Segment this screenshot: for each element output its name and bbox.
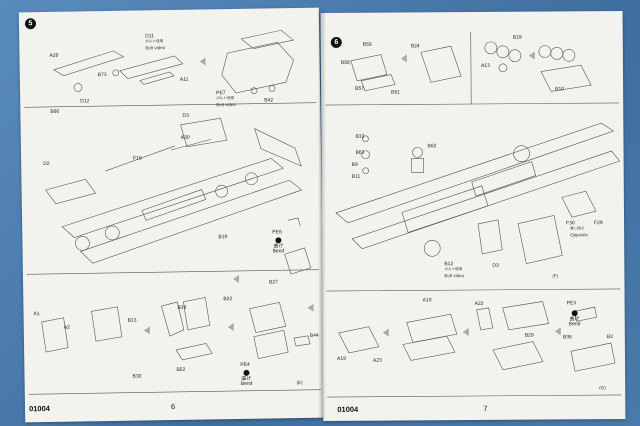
part-label: B33 xyxy=(355,133,365,140)
instruction-page-right: 6 B59 B24 B19 B58 A13 B57 B61 B10 B33 B6… xyxy=(320,10,626,422)
part-label: D3 xyxy=(492,262,499,269)
part-label: B57 xyxy=(355,85,365,92)
part-label: B10 xyxy=(555,86,565,93)
bend-instruction: 曲げ Bend xyxy=(272,236,284,255)
bend-instruction: 曲げ Bend xyxy=(240,369,252,388)
footer-code: 01004 xyxy=(337,404,359,414)
bend-en: Bend xyxy=(568,321,581,328)
part-label: D3 xyxy=(182,112,189,119)
part-label: D2 xyxy=(43,160,50,168)
part-label: B13 xyxy=(127,317,137,324)
left-page-drawings xyxy=(24,29,321,395)
part-label: B19 xyxy=(512,34,522,41)
part-label: A13 xyxy=(480,62,490,69)
part-label: B59 xyxy=(362,41,372,48)
part-label: A22 xyxy=(474,300,484,307)
part-label: B63 xyxy=(355,149,365,156)
right-page-drawings xyxy=(325,32,622,398)
part-label: B39 xyxy=(177,304,187,311)
part-label: B60 xyxy=(50,108,60,115)
japanese-caption: ボルト使用 xyxy=(216,96,235,101)
step-number-badge: 6 xyxy=(330,36,342,48)
footer-code: 01004 xyxy=(28,403,50,414)
bolt-caption: Bolt video xyxy=(444,273,465,279)
section-label: (E) xyxy=(296,379,303,386)
bolt-caption: Bolt video xyxy=(145,45,166,51)
japanese-caption: ボルト使用 xyxy=(444,267,463,272)
part-label: A2 xyxy=(63,324,70,331)
part-label: B52 xyxy=(176,366,186,373)
part-label: B42 xyxy=(264,97,274,104)
part-label: B36 xyxy=(562,334,572,341)
part-label: D12 xyxy=(80,98,90,105)
part-label: B11 xyxy=(351,173,361,180)
section-label: (F) xyxy=(552,273,559,279)
part-label: B58 xyxy=(340,59,350,66)
part-label: B27 xyxy=(269,279,279,286)
part-label: B73 xyxy=(97,72,107,79)
japanese-caption: ボルト使用 xyxy=(145,39,164,44)
bend-en: Bend xyxy=(240,381,253,388)
bend-instruction: 曲げ Bend xyxy=(569,309,581,328)
part-label: A11 xyxy=(179,76,189,83)
step-number-badge: 5 xyxy=(24,18,37,30)
bolt-caption: Bolt video xyxy=(216,101,237,108)
part-label: F29 xyxy=(594,220,603,227)
japanese-caption: 差し換え xyxy=(570,226,585,231)
section-label: (G) xyxy=(599,385,606,391)
part-label: B62 xyxy=(427,143,437,150)
part-label: A10 xyxy=(422,297,432,304)
part-label: PE4 xyxy=(240,361,250,368)
part-label: PE6 xyxy=(272,229,282,236)
part-label: B9 xyxy=(351,161,358,168)
opposite-caption: Opposite xyxy=(570,232,589,238)
page-number: 6 xyxy=(170,401,176,412)
part-label: A1 xyxy=(33,311,40,318)
part-label: B61 xyxy=(391,89,401,96)
part-label: PE3 xyxy=(566,300,577,307)
part-label: A29 xyxy=(49,52,59,59)
part-label: A23 xyxy=(372,357,382,364)
part-label: B30 xyxy=(132,373,142,380)
part-label: B24 xyxy=(410,43,420,50)
part-label: B22 xyxy=(223,296,233,303)
part-label: F16 xyxy=(133,155,142,162)
part-label: B19 xyxy=(218,234,228,241)
part-label: A19 xyxy=(336,355,346,362)
bend-en: Bend xyxy=(272,248,285,255)
book-gutter xyxy=(318,12,326,418)
part-label: B29 xyxy=(524,332,534,339)
instruction-page-left: 5 A29 D11 B73 A11 B60 D12 PE7 B42 D3 A30… xyxy=(18,7,326,423)
page-number: 7 xyxy=(483,403,488,413)
part-label: B2 xyxy=(606,334,613,341)
part-label: A30 xyxy=(180,134,190,141)
